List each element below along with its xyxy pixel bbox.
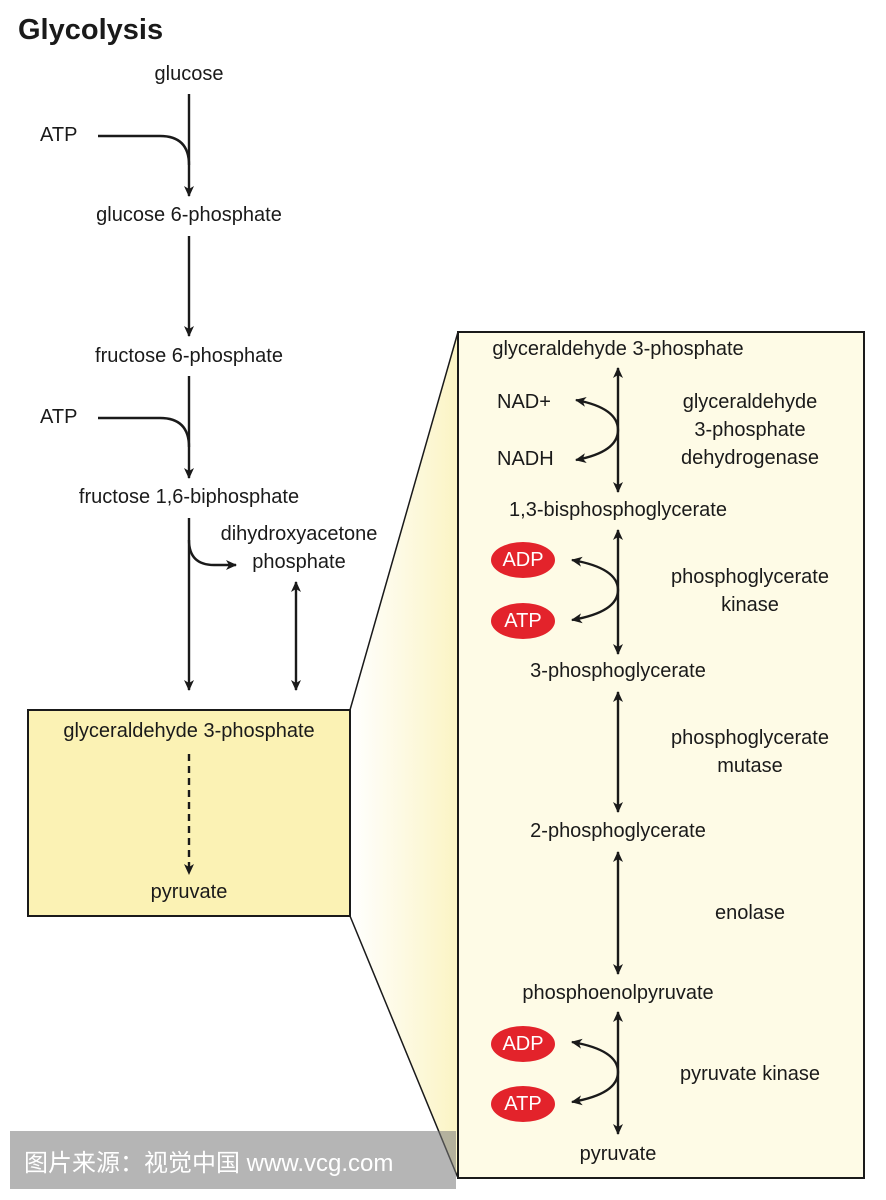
fructose-1-6-biphosphate-label: fructose 1,6-biphosphate <box>78 486 300 508</box>
bisphosphoglycerate-label: 1,3-bisphosphoglycerate <box>509 499 727 521</box>
atp-label-2: ATP <box>40 406 78 428</box>
adp-badge-2: ADP <box>491 1026 555 1062</box>
glucose-label: glucose <box>154 63 224 85</box>
atp-input-arrow-1 <box>98 134 191 166</box>
nadh-label: NADH <box>497 448 554 470</box>
phosphoenolpyruvate-label: phosphoenolpyruvate <box>522 982 714 1004</box>
diagram-title: Glycolysis <box>18 14 164 46</box>
adp-atp-arrow-1 <box>571 556 620 624</box>
enzyme-phosphoglycerate-kinase-label: phosphoglycerate kinase <box>671 566 829 616</box>
dihydroxyacetone-phosphate-label: dihydroxyacetone phosphate <box>220 523 378 573</box>
2-phosphoglycerate-label: 2-phosphoglycerate <box>530 820 706 842</box>
atp-label-1: ATP <box>40 124 78 146</box>
enzyme-gapdh-label: glyceraldehyde 3-phosphate dehydrogenase <box>681 391 819 469</box>
fructose-6-phosphate-label: fructose 6-phosphate <box>95 345 283 367</box>
box-pyruvate-label: pyruvate <box>150 881 228 903</box>
enzyme-enolase-label: enolase <box>714 902 786 924</box>
nad-cofactor-arrow <box>575 396 620 464</box>
atp-badge-2: ATP <box>491 1086 555 1122</box>
box-glyceraldehyde-3-phosphate-label: glyceraldehyde 3-phosphate <box>63 720 315 742</box>
adp-atp-arrow-2 <box>571 1038 620 1106</box>
enzyme-phosphoglycerate-mutase-label: phosphoglycerate mutase <box>671 727 829 777</box>
nad-plus-label: NAD+ <box>497 391 551 413</box>
zoom-fan <box>350 332 458 1178</box>
detail-glyceraldehyde-3-phosphate-label: glyceraldehyde 3-phosphate <box>492 338 744 360</box>
3-phosphoglycerate-label: 3-phosphoglycerate <box>530 660 706 682</box>
glucose-6-phosphate-label: glucose 6-phosphate <box>96 204 282 226</box>
watermark-banner: 图片来源：视觉中国 www.vcg.com <box>10 1131 456 1189</box>
summary-box <box>27 709 351 917</box>
adp-badge-1: ADP <box>491 542 555 578</box>
detail-pyruvate-label: pyruvate <box>579 1143 657 1165</box>
enzyme-pyruvate-kinase-label: pyruvate kinase <box>679 1063 821 1085</box>
atp-badge-1: ATP <box>491 603 555 639</box>
arrow-f16bp-dhap <box>187 539 237 570</box>
atp-input-arrow-2 <box>98 416 191 448</box>
